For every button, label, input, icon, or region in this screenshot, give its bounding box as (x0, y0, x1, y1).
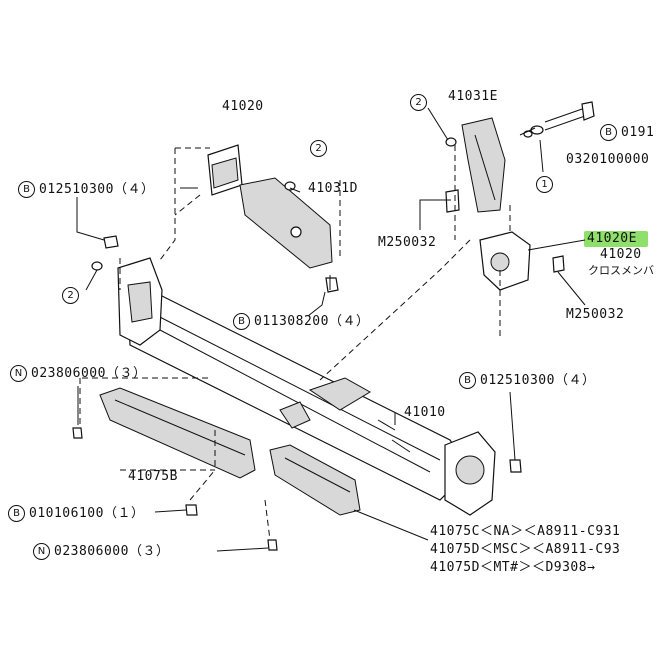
ref-marker-2-left: 2 (62, 287, 79, 304)
label-41020: 41020 (222, 99, 264, 114)
label-0320100000: 0320100000 (566, 152, 650, 167)
label-m250032-left: M250032 (378, 235, 437, 250)
label-023806000-top: 023806000（３） (31, 366, 147, 381)
ref-marker-n-023806000-bottom: N (33, 543, 50, 560)
ref-marker-2-top-right: 2 (410, 94, 427, 111)
ref-marker-1: 1 (536, 176, 553, 193)
ref-marker-b-0191: B (600, 124, 617, 141)
label-011308200: 011308200（４） (254, 314, 370, 329)
right-bracket (444, 431, 496, 516)
ref-marker-2-middle: 2 (310, 140, 327, 157)
label-41020e: 41020E (587, 231, 637, 246)
ref-marker-b-011308200: B (233, 313, 250, 330)
bracket-41031e (461, 117, 506, 213)
shield-41075cd (269, 444, 361, 516)
label-41075d-mt: 41075D＜MT#＞＜D9308→ (430, 560, 596, 575)
label-41031e: 41031E (448, 89, 498, 104)
leader-lines (76, 107, 586, 552)
label-023806000-bottom: 023806000（３） (54, 544, 170, 559)
label-010106100: 010106100（１） (29, 506, 145, 521)
label-0191: 0191 (621, 125, 655, 140)
label-41075b: 41075B (128, 469, 178, 484)
mount-41020e (479, 231, 531, 291)
bolt-top-right (523, 101, 595, 138)
dashed-guides (79, 145, 511, 541)
label-41020-sub: 41020 (600, 247, 642, 262)
shield-41075b (99, 387, 256, 479)
label-41075c: 41075C＜NA＞＜A8911-C931 (430, 524, 621, 539)
label-41031d: 41031D (308, 181, 358, 196)
fasteners (72, 137, 565, 551)
crossmember-beam (127, 289, 471, 501)
left-bracket (117, 257, 163, 346)
label-012510300-top: 012510300（４） (39, 182, 155, 197)
label-41075d-msc: 41075D＜MSC＞＜A8911-C93 (430, 542, 621, 557)
label-crossmember: クロスメンバ (588, 264, 654, 277)
highlight-41020e (584, 231, 648, 247)
ref-marker-b-010106100: B (8, 505, 25, 522)
label-41010: 41010 (404, 405, 446, 420)
ref-marker-b-012510300-right: B (459, 372, 476, 389)
ref-marker-b-012510300-top: B (18, 181, 35, 198)
bracket-41031d (239, 177, 333, 269)
ref-marker-n-023806000-top: N (10, 365, 27, 382)
label-012510300-right: 012510300（４） (480, 373, 596, 388)
mount-41020 (207, 144, 243, 196)
label-m250032-right: M250032 (566, 307, 625, 322)
